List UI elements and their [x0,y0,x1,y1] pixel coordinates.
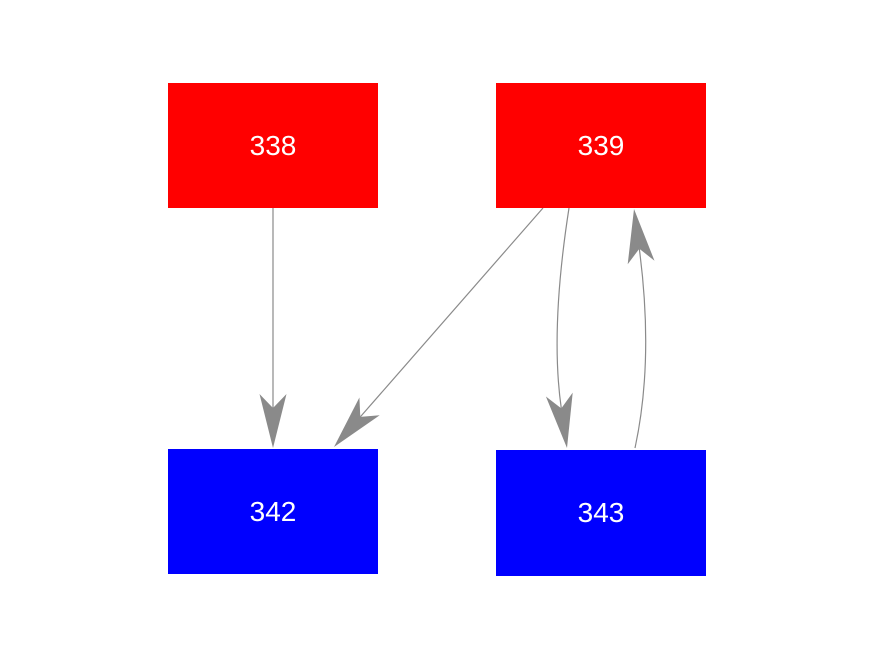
node-label-338: 338 [249,129,297,161]
graph-node-338[interactable]: 338 [168,83,378,208]
edge-339-to-342-line [359,207,544,418]
node-label-343: 343 [577,497,625,528]
edge-339-to-343-line [556,207,570,409]
edge-339-to-343-arrowhead-icon [545,392,573,448]
edge-339-to-342 [334,207,544,447]
graph-node-339[interactable]: 339 [496,83,706,208]
graph-node-343[interactable]: 343 [496,450,706,576]
edge-343-to-339 [627,209,655,449]
edge-338-to-342 [259,208,287,448]
node-label-342: 342 [249,495,297,527]
edge-338-to-342-arrowhead-icon [259,394,287,448]
edge-339-to-343 [545,207,573,448]
node-label-339: 339 [577,129,625,161]
edge-339-to-342-arrowhead-icon [334,397,380,447]
graph-node-342[interactable]: 342 [168,449,378,574]
edge-343-to-339-arrowhead-icon [627,209,655,265]
edge-343-to-339-line [634,248,647,449]
